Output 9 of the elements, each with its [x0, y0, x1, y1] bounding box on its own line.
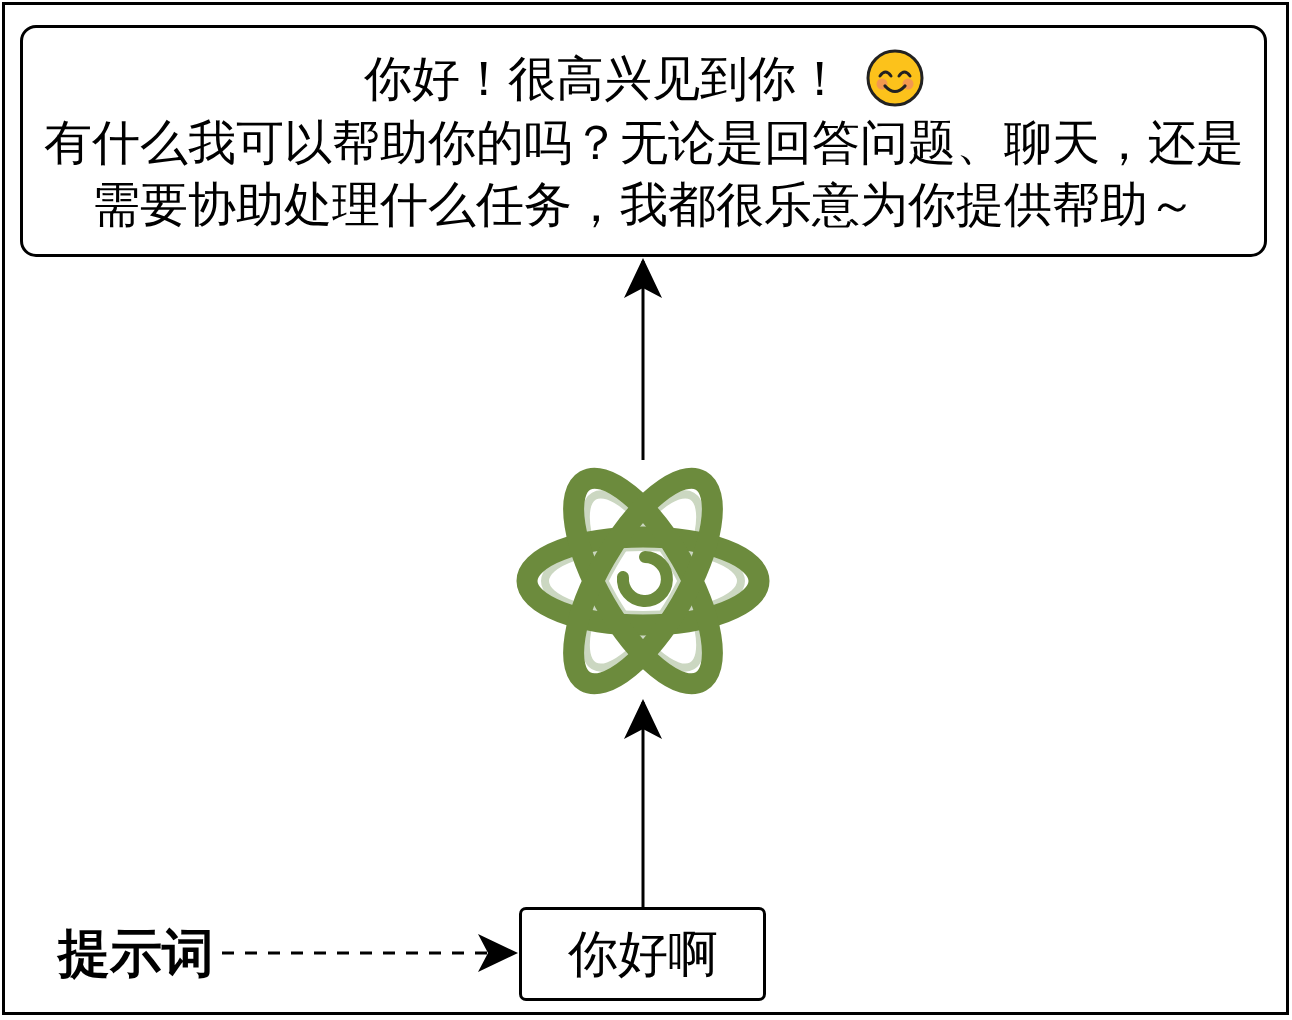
- input-text: 你好啊: [567, 925, 718, 983]
- response-box: [20, 25, 1267, 257]
- prompt-label: 提示词: [58, 922, 214, 984]
- arrow: [624, 258, 662, 460]
- arrow: [624, 699, 662, 907]
- response-text: 你好！很高兴见到你！: [363, 49, 844, 106]
- response-text: 有什么我可以帮助你的吗？无论是回答问题、聊天，还是需要协助处理什么任务，我都很乐意为你提供帮助～: [43, 113, 1244, 232]
- dashed-arrow: [222, 934, 518, 972]
- input-box: [519, 907, 766, 1001]
